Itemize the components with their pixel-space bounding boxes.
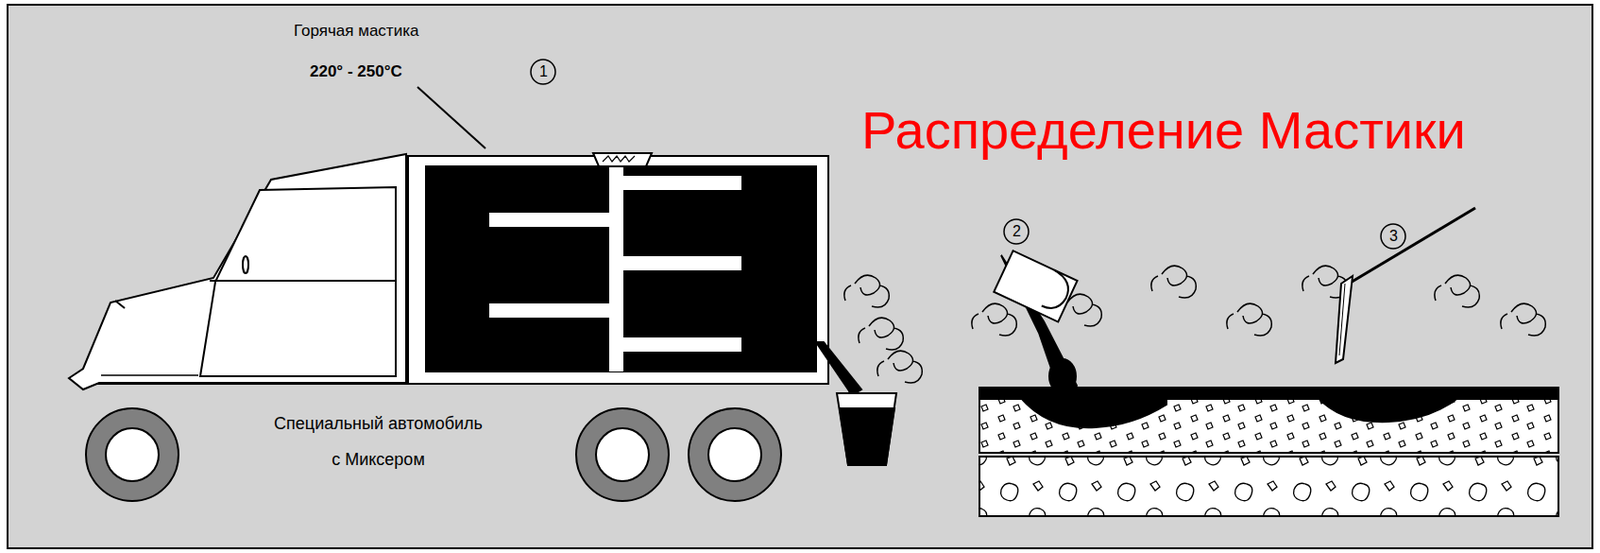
callout-number: 2 <box>1012 222 1022 240</box>
mixer-truck <box>68 153 897 501</box>
smoke <box>844 265 1546 383</box>
spreading-tool <box>1335 207 1476 363</box>
pouring-pot <box>993 250 1077 393</box>
smoke-curl <box>1500 303 1546 336</box>
callout-circle <box>530 59 556 85</box>
smoke-curl <box>971 303 1017 336</box>
smoke-curl <box>858 317 903 350</box>
title: Распределение Мастики <box>861 100 1466 161</box>
callout-number: 3 <box>1389 227 1398 245</box>
vehicle-label: Специальный автомобиль с Миксером <box>272 405 485 477</box>
frame <box>7 4 1593 548</box>
smoke-curl <box>844 274 889 307</box>
note-label: Горячая мастика <box>293 21 419 41</box>
callout-number: 1 <box>539 63 548 81</box>
smoke-curl <box>1226 303 1272 336</box>
temperature-label: 220° - 250°C <box>309 62 403 82</box>
smoke-curl <box>877 350 922 383</box>
smoke-curl <box>1151 265 1196 298</box>
leader-line <box>417 86 486 149</box>
road-section <box>979 387 1559 516</box>
callout-circle <box>1004 219 1029 244</box>
callout-circle <box>1380 223 1406 249</box>
smoke-curl <box>1434 274 1480 307</box>
